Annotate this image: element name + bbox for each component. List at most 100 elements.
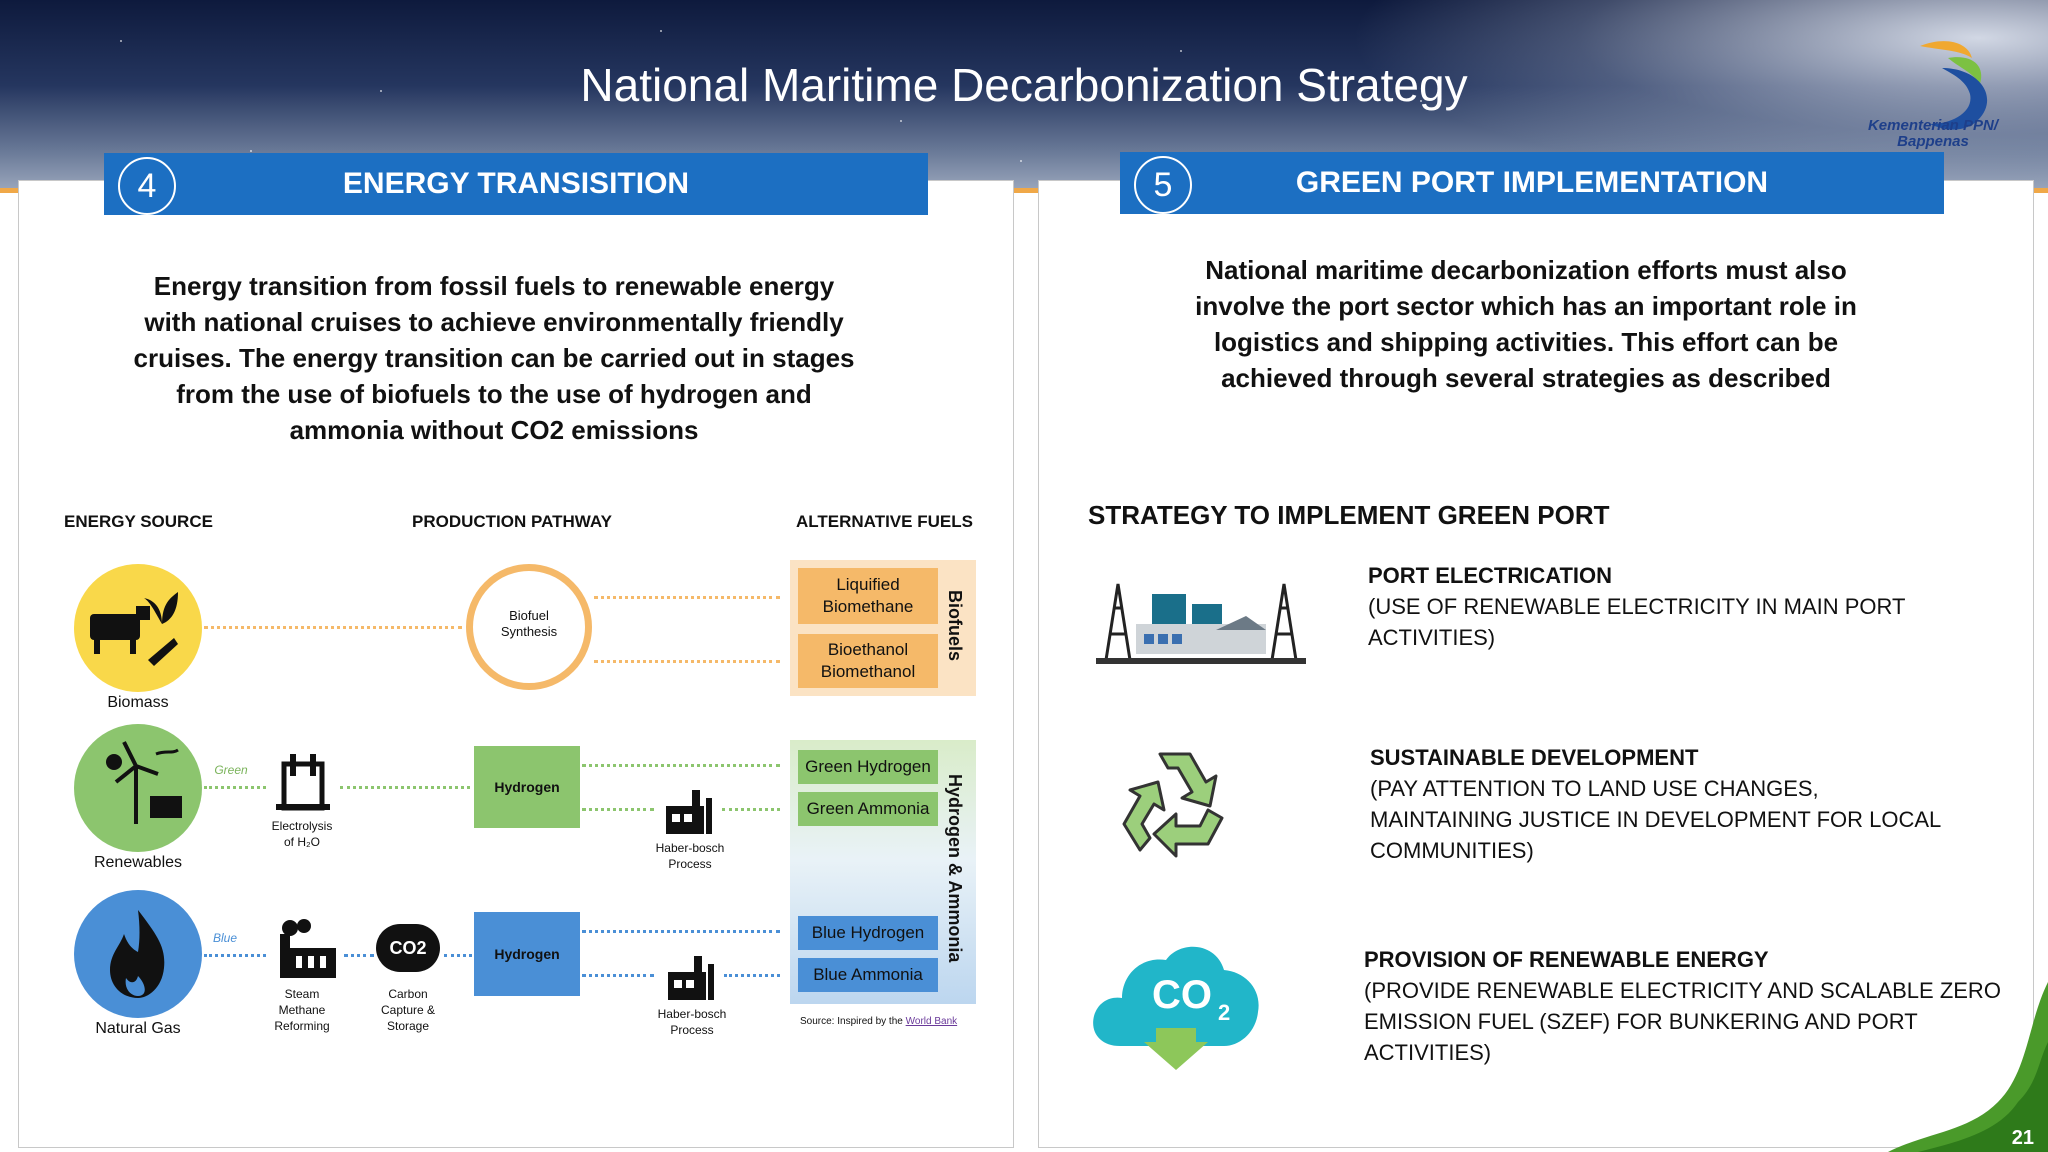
strategy-heading: STRATEGY TO IMPLEMENT GREEN PORT [1088,500,1610,530]
port-power-plant-icon [1096,583,1306,664]
star [660,30,662,32]
header-accent-line [0,188,2048,193]
factory-icon [666,790,712,834]
connector [724,974,780,977]
page-number: 21 [2011,1127,2034,1149]
section-number: 5 [1134,156,1192,214]
connector [582,808,654,811]
item-line: COMMUNITIES) [1370,838,1534,863]
connector [594,660,780,663]
section-number: 4 [118,157,176,215]
haber-bosch-label-1: Haber-bosch Process [640,840,740,872]
paragraph-line: logistics and shipping activities. This … [1213,327,1839,357]
natural-gas-label: Natural Gas [95,1020,181,1037]
label-line: Biofuel [509,608,549,623]
fuel-green-ammonia: Green Ammonia [798,792,938,826]
biofuels-label: Biofuels [945,590,965,662]
ccs-label: Carbon Capture & Storage [362,986,454,1034]
renewables-circle [74,724,202,852]
logo-line1: Kementerian PPN/ [1867,117,1999,134]
hydrogen-green-box: Hydrogen [474,746,580,828]
smr-factory-icon [280,919,336,978]
label-line: Biomethane [822,597,914,616]
section-heading: GREEN PORT IMPLEMENTATION [1295,166,1769,199]
label-line: Bioethanol [827,640,909,659]
label-line: Carbon [388,987,428,1001]
fuel-blue-hydrogen: Blue Hydrogen [798,916,938,950]
label-line: of H₂O [284,835,320,849]
energy-transition-paragraph: Energy transition from fossil fuels to r… [110,268,878,448]
star [1420,100,1422,102]
renewables-label: Renewables [93,854,183,871]
paragraph-line: achieved through several strategies as d… [1221,363,1831,393]
green-port-paragraph: National maritime decarbonization effort… [1136,252,1916,396]
logo-line2: Bappenas [1897,133,1969,150]
biomass-circle [74,564,202,692]
biomass-label: Biomass [107,694,169,711]
strategy-item-renewable-energy: PROVISION OF RENEWABLE ENERGY (PROVIDE R… [1364,944,2001,1068]
source-link[interactable]: World Bank [905,1016,958,1027]
label-line: Haber-bosch [655,841,725,855]
source-prefix: Source: Inspired by the [800,1016,906,1027]
smr-label: Steam Methane Reforming [256,986,348,1034]
label-line: Synthesis [500,624,558,639]
electrolysis-icon [276,754,330,811]
connector [444,954,472,957]
star [120,40,122,42]
green-port-header: 5 GREEN PORT IMPLEMENTATION [1120,152,1944,214]
label-line: Haber-bosch [657,1007,727,1021]
label-line: Biomethanol [820,662,916,681]
star [250,150,252,152]
item-line: ACTIVITIES) [1368,625,1496,650]
paragraph-line: ammonia without CO2 emissions [289,415,699,445]
col-energy-source: ENERGY SOURCE [64,512,213,531]
star [1020,160,1022,162]
label-line: Process [670,1023,714,1037]
electrolysis-label: Electrolysis of H₂O [256,818,348,850]
item-line: MAINTAINING JUSTICE IN DEVELOPMENT FOR L… [1370,807,1942,832]
blue-label: Blue [212,931,238,945]
connector [344,954,374,957]
strategy-item-port-electrication: PORT ELECTRICATION (USE OF RENEWABLE ELE… [1368,560,1905,653]
fuel-green-hydrogen: Green Hydrogen [798,750,938,784]
recycle-icon [1122,752,1224,858]
label-line: Electrolysis [271,819,333,833]
item-line: EMISSION FUEL (SZEF) FOR BUNKERING AND P… [1364,1009,1918,1034]
label-line: Storage [386,1019,430,1033]
section-heading: ENERGY TRANSISITION [342,167,690,200]
connector [722,808,780,811]
paragraph-line: National maritime decarbonization effort… [1205,255,1847,285]
biofuel-synthesis-circle [466,564,592,690]
co2-subscript: 2 [1218,1000,1230,1025]
paragraph-line: with national cruises to achieve environ… [144,307,844,337]
biofuel-synthesis-label: Biofuel Synthesis [466,608,592,640]
energy-transition-header: 4 ENERGY TRANSISITION [104,153,928,215]
label-line: Steam [284,987,320,1001]
source-note: Source: Inspired by the World Bank [800,1016,957,1027]
fuel-blue-ammonia: Blue Ammonia [798,958,938,992]
label-line: Capture & [380,1003,436,1017]
bappenas-logo-icon [1920,41,1988,130]
col-production-pathway: PRODUCTION PATHWAY [412,512,612,531]
natural-gas-circle [74,890,202,1018]
page-title: National Maritime Decarbonization Strate… [580,59,1468,111]
connector [204,626,462,629]
co2-text: CO [1152,973,1212,1017]
item-line: (USE OF RENEWABLE ELECTRICITY IN MAIN PO… [1368,594,1906,619]
strategy-item-sustainable-development: SUSTAINABLE DEVELOPMENT (PAY ATTENTION T… [1370,742,1941,866]
label-line: Process [668,857,712,871]
item-title: PORT ELECTRICATION [1368,563,1613,588]
page-corner-decoration [1888,982,2048,1152]
label-line: Methane [278,1003,326,1017]
connector [340,786,470,789]
item-line: (PAY ATTENTION TO LAND USE CHANGES, [1370,776,1819,801]
label-line: Reforming [274,1019,330,1033]
label-line: Liquified [836,575,900,594]
connector [582,974,654,977]
star [900,120,902,122]
paragraph-line: cruises. The energy transition can be ca… [133,343,855,373]
connector [594,596,780,599]
ccs-co2-icon: CO2 [376,924,440,972]
